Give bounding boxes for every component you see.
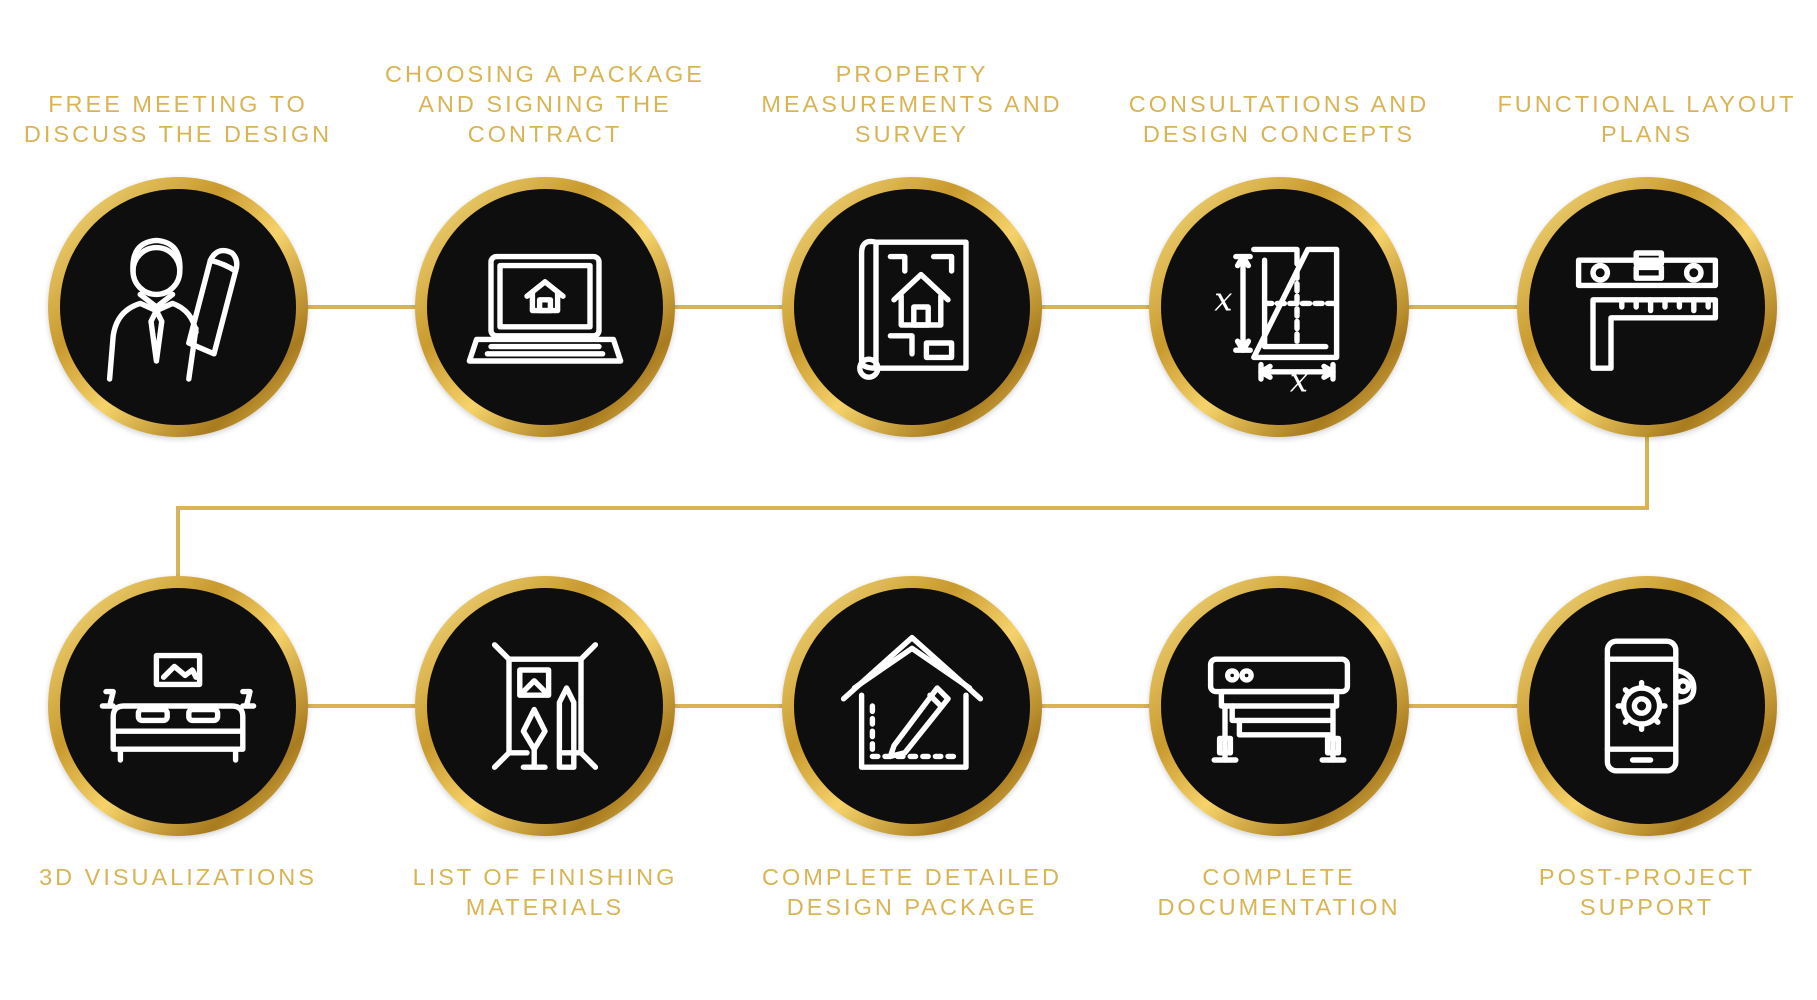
step-label: FREE MEETING TO DISCUSS THE DESIGN xyxy=(23,91,333,147)
step-badge xyxy=(782,177,1042,437)
laptop-house-icon xyxy=(455,217,635,397)
bedroom-interior-icon xyxy=(88,616,268,796)
svg-text:x: x xyxy=(1290,362,1308,397)
step-label: POST-PROJECT SUPPORT xyxy=(1538,864,1756,920)
step-label: CHOOSING A PACKAGE AND SIGNING THE CONTR… xyxy=(385,61,705,147)
step-label: 3D VISUALIZATIONS xyxy=(39,864,317,890)
step-label: LIST OF FINISHING MATERIALS xyxy=(412,864,678,920)
step-label: CONSULTATIONS AND DESIGN CONCEPTS xyxy=(1128,91,1430,147)
step-badge xyxy=(1149,576,1409,836)
step-label: COMPLETE DOCUMENTATION xyxy=(1157,864,1401,920)
step-badge xyxy=(782,576,1042,836)
room-pen-pencil-icon xyxy=(455,616,635,796)
step-label: FUNCTIONAL LAYOUT PLANS xyxy=(1497,91,1797,147)
floor-plan-dimensions-icon: x x xyxy=(1189,217,1369,397)
level-and-square-ruler-icon xyxy=(1557,217,1737,397)
step-badge: x x xyxy=(1149,177,1409,437)
house-blueprint-icon xyxy=(822,217,1002,397)
house-pencil-icon xyxy=(822,616,1002,796)
step-label: PROPERTY MEASUREMENTS AND SURVEY xyxy=(761,61,1063,147)
smartphone-gear-icon xyxy=(1557,616,1737,796)
step-label: COMPLETE DETAILED DESIGN PACKAGE xyxy=(762,864,1062,920)
businessman-blueprint-icon xyxy=(88,217,268,397)
step-badge xyxy=(48,576,308,836)
step-badge xyxy=(415,177,675,437)
svg-text:x: x xyxy=(1214,281,1232,319)
step-badge xyxy=(48,177,308,437)
step-badge xyxy=(415,576,675,836)
step-badge xyxy=(1517,177,1777,437)
plotter-printer-icon xyxy=(1189,616,1369,796)
step-badge xyxy=(1517,576,1777,836)
